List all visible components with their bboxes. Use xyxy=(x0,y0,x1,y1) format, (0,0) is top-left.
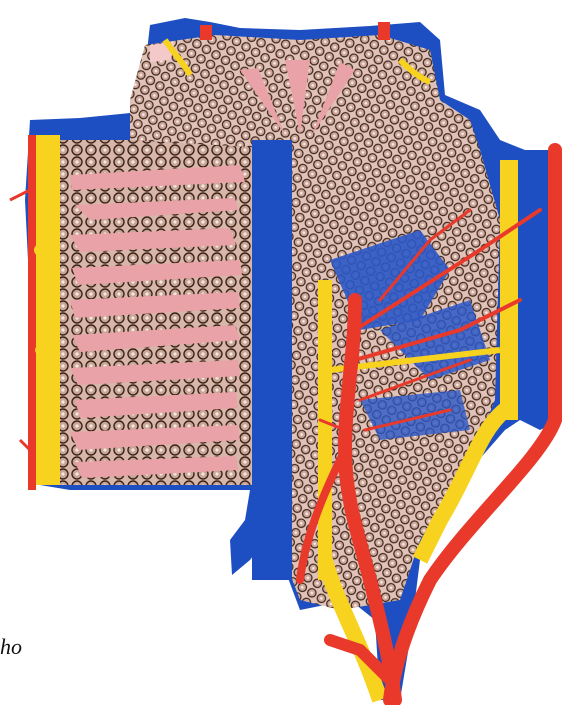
central-vein xyxy=(252,140,292,580)
left-portal-triad xyxy=(10,135,60,490)
left-lobule-plates xyxy=(55,140,255,485)
image-label-text: ho xyxy=(0,636,22,658)
top-radial-plates xyxy=(130,35,480,150)
